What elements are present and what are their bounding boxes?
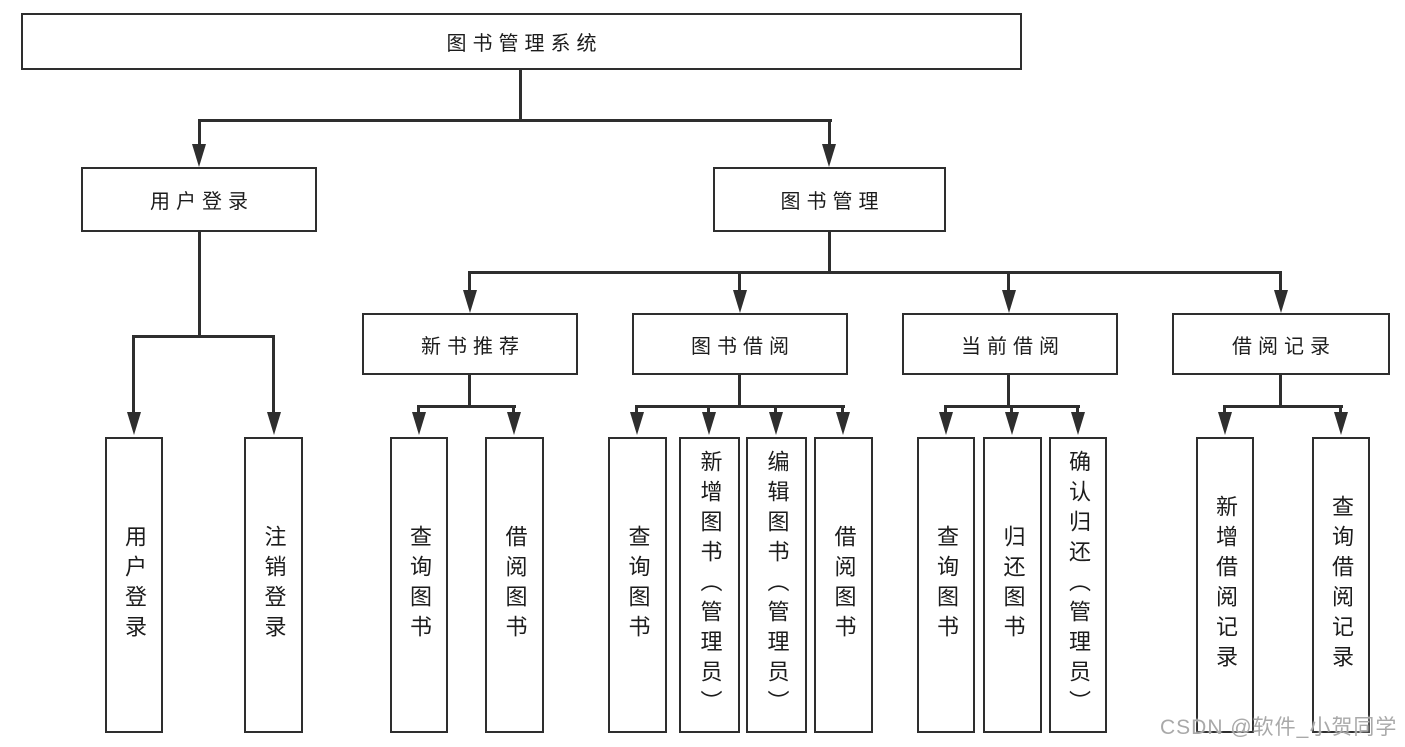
connector-drop-book-management — [828, 119, 831, 147]
arrow-down-icon — [1274, 290, 1288, 313]
connector-drop-group — [1279, 271, 1282, 291]
leaf-br-add-record-label: 新增借阅记录 — [1213, 495, 1238, 675]
arrow-down-icon — [733, 290, 747, 313]
leaf-bb-edit-books-admin: 编辑图书（管理员） — [746, 437, 807, 733]
connector-group-stem — [738, 375, 741, 405]
node-user-login: 用户登录 — [81, 167, 317, 232]
connector-drop-leaf — [1339, 405, 1342, 413]
arrow-down-icon — [702, 412, 716, 435]
connector-user-login-stem — [198, 232, 201, 335]
arrow-down-icon — [192, 144, 206, 167]
connector-drop-group — [738, 271, 741, 291]
connector-drop-leaf — [707, 405, 710, 413]
leaf-user-login: 用户登录 — [105, 437, 163, 733]
node-new-book-recommend-label: 新书推荐 — [421, 335, 525, 358]
leaf-cb-query-books: 查询图书 — [917, 437, 975, 733]
node-book-management: 图书管理 — [713, 167, 946, 232]
arrow-down-icon — [1071, 412, 1085, 435]
leaf-bb-borrow-books-label: 借阅图书 — [831, 525, 857, 645]
leaf-bb-query-books: 查询图书 — [608, 437, 667, 733]
connector-level3-hbar — [468, 271, 1282, 274]
node-book-management-label: 图书管理 — [780, 191, 885, 213]
leaf-br-add-record: 新增借阅记录 — [1196, 437, 1254, 733]
connector-drop-leaf — [1076, 405, 1079, 413]
arrow-down-icon — [412, 412, 426, 435]
connector-drop-leaf — [417, 405, 420, 413]
arrow-down-icon — [1218, 412, 1232, 435]
arrow-down-icon — [1002, 290, 1016, 313]
leaf-rec-query-books: 查询图书 — [390, 437, 448, 733]
node-borrow-records-label: 借阅记录 — [1232, 335, 1336, 358]
leaf-logout: 注销登录 — [244, 437, 303, 733]
leaf-logout-label: 注销登录 — [261, 525, 287, 645]
leaf-cb-query-books-label: 查询图书 — [934, 525, 959, 645]
leaf-cb-confirm-return-admin-label: 确认归还（管理员） — [1066, 450, 1091, 720]
arrow-down-icon — [1005, 412, 1019, 435]
leaf-bb-query-books-label: 查询图书 — [625, 525, 651, 645]
arrow-down-icon — [463, 290, 477, 313]
leaf-rec-query-books-label: 查询图书 — [407, 525, 432, 645]
connector-group-hbar — [1223, 405, 1343, 408]
connector-drop-leaf — [635, 405, 638, 413]
arrow-down-icon — [836, 412, 850, 435]
node-new-book-recommend: 新书推荐 — [362, 313, 578, 375]
node-user-login-label: 用户登录 — [150, 191, 254, 213]
leaf-br-query-record: 查询借阅记录 — [1312, 437, 1370, 733]
arrow-down-icon — [769, 412, 783, 435]
node-current-borrow-label: 当前借阅 — [961, 335, 1065, 358]
leaf-rec-borrow-books-label: 借阅图书 — [502, 525, 528, 645]
arrow-down-icon — [127, 412, 141, 435]
node-book-borrow: 图书借阅 — [632, 313, 848, 375]
connector-book-management-stem — [828, 232, 831, 271]
arrow-down-icon — [822, 144, 836, 167]
connector-group-stem — [1279, 375, 1282, 405]
arrow-down-icon — [1334, 412, 1348, 435]
connector-drop-leaf — [272, 335, 275, 413]
leaf-rec-borrow-books: 借阅图书 — [485, 437, 544, 733]
leaf-cb-return-books: 归还图书 — [983, 437, 1042, 733]
connector-group-stem — [1007, 375, 1010, 405]
connector-drop-leaf — [512, 405, 515, 413]
leaf-bb-edit-books-admin-label: 编辑图书（管理员） — [764, 450, 790, 720]
connector-drop-group — [468, 271, 471, 291]
arrow-down-icon — [507, 412, 521, 435]
leaf-bb-add-books-admin-label: 新增图书（管理员） — [697, 450, 723, 720]
leaf-cb-return-books-label: 归还图书 — [1000, 525, 1026, 645]
node-current-borrow: 当前借阅 — [902, 313, 1118, 375]
connector-group-hbar — [635, 405, 845, 408]
csdn-watermark: CSDN @软件_小贺同学 — [1160, 716, 1398, 739]
arrow-down-icon — [939, 412, 953, 435]
arrow-down-icon — [267, 412, 281, 435]
connector-drop-leaf — [1010, 405, 1013, 413]
connector-group-hbar — [417, 405, 516, 408]
connector-drop-user-login — [198, 119, 201, 147]
connector-drop-leaf — [944, 405, 947, 413]
connector-user-login-hbar — [132, 335, 275, 338]
connector-drop-leaf — [774, 405, 777, 413]
leaf-bb-add-books-admin: 新增图书（管理员） — [679, 437, 740, 733]
node-root: 图书管理系统 — [21, 13, 1022, 70]
connector-drop-group — [1007, 271, 1010, 291]
arrow-down-icon — [630, 412, 644, 435]
node-book-borrow-label: 图书借阅 — [691, 335, 795, 358]
connector-level2-hbar — [198, 119, 832, 122]
connector-root-stem — [519, 70, 522, 119]
leaf-user-login-label: 用户登录 — [122, 525, 147, 645]
node-root-label: 图书管理系统 — [446, 33, 603, 55]
leaf-cb-confirm-return-admin: 确认归还（管理员） — [1049, 437, 1107, 733]
connector-drop-leaf — [841, 405, 844, 413]
connector-group-stem — [468, 375, 471, 405]
leaf-br-query-record-label: 查询借阅记录 — [1329, 495, 1354, 675]
leaf-bb-borrow-books: 借阅图书 — [814, 437, 873, 733]
connector-drop-leaf — [132, 335, 135, 413]
node-borrow-records: 借阅记录 — [1172, 313, 1390, 375]
connector-drop-leaf — [1223, 405, 1226, 413]
